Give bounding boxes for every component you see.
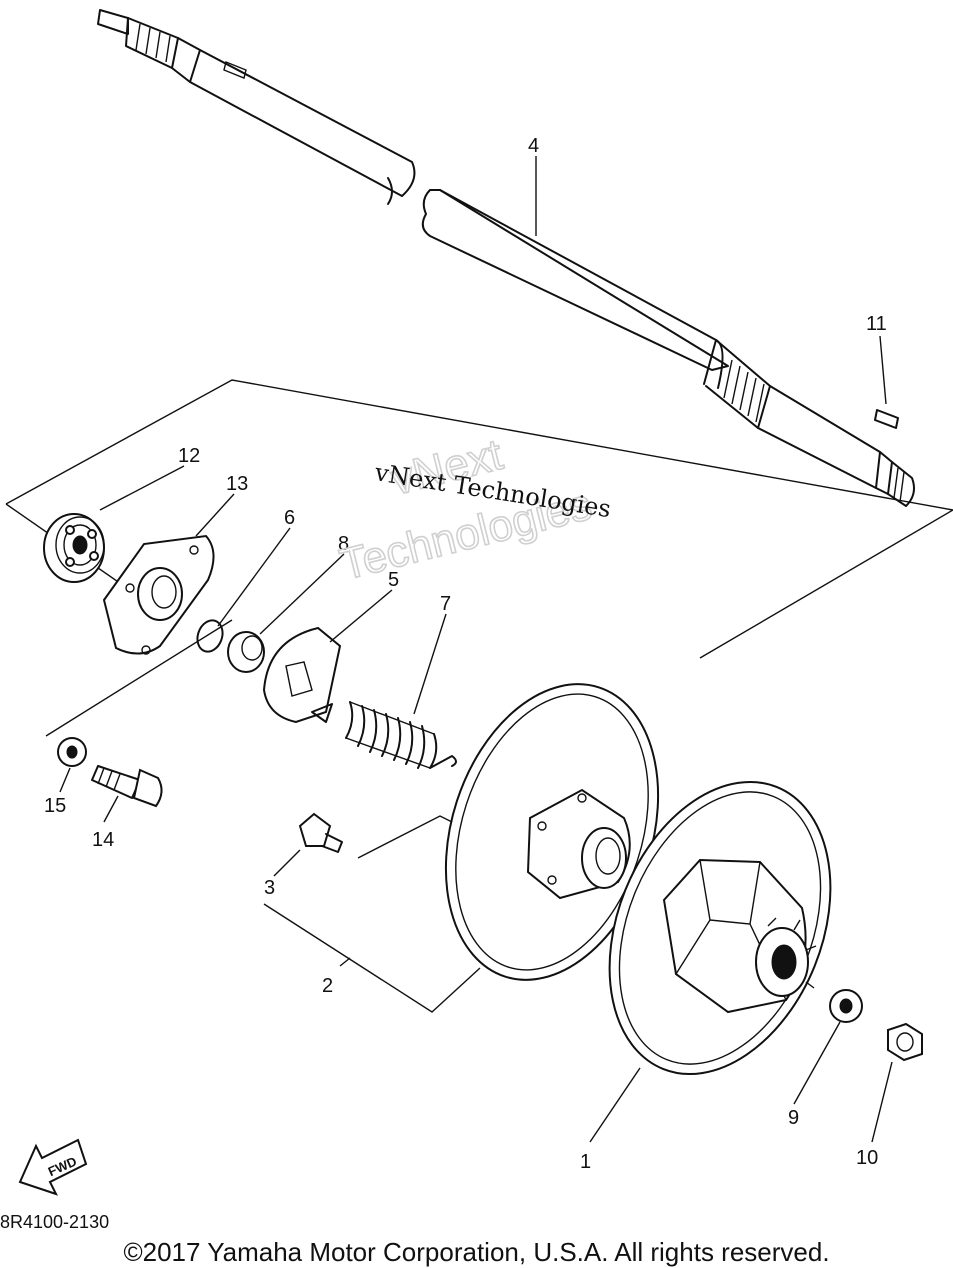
callout-10: 10 [856,1147,878,1169]
callout-9: 9 [788,1107,799,1129]
leader-lines [59,156,893,1143]
callout-7: 7 [440,593,451,615]
callout-15: 15 [44,795,66,817]
callout-5: 5 [388,569,399,591]
bolt-part-14 [91,765,163,808]
callout-1: 1 [580,1151,591,1173]
circlip-part-6 [196,619,224,653]
cam-part-5 [262,626,342,724]
washer-part-9 [829,989,863,1023]
callout-8: 8 [338,533,349,555]
callout-14: 14 [92,829,114,851]
movable-sheave-part-1 [608,780,832,1076]
callout-4: 4 [528,135,539,157]
callout-11: 11 [866,313,887,335]
callout-labels: 1 2 3 4 5 6 7 8 9 10 11 12 13 14 15 [44,135,887,1173]
part-code: 8R4100-2130 [0,1212,110,1232]
grease-nipple-part-3 [298,812,343,853]
key-part-11 [874,409,899,429]
nut-part-10 [887,1022,923,1062]
callout-12: 12 [178,445,200,467]
callout-6: 6 [284,507,295,529]
callout-2: 2 [322,975,333,997]
callout-13: 13 [226,473,248,495]
shaft-part-4 [97,9,915,507]
callout-3: 3 [264,877,275,899]
fixed-sheave-part-2 [444,683,660,981]
collar-part-8 [227,631,265,673]
plate-part-13 [102,534,215,655]
copyright-notice: ©2017 Yamaha Motor Corporation, U.S.A. A… [123,1237,830,1267]
spring-part-7 [345,701,457,769]
bearing-part-12 [43,513,105,583]
washer-part-15 [57,737,87,767]
fwd-arrow: FWD [18,1138,88,1196]
